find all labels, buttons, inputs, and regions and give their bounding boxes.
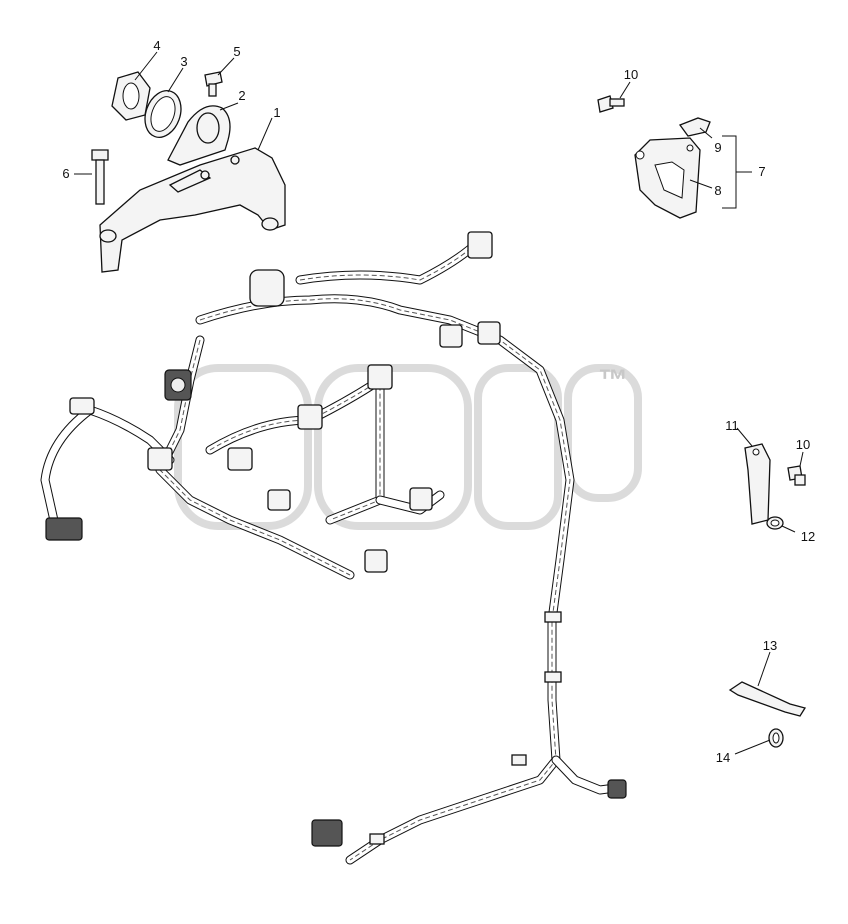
callout-12: 12 <box>801 529 815 544</box>
part-3-gasket <box>144 90 182 138</box>
part-6-bolt <box>91 149 109 205</box>
connector-top-right <box>467 231 493 259</box>
callout-14: 14 <box>716 750 730 765</box>
part-2-flange <box>167 105 231 166</box>
connector-sensor-top <box>249 269 285 307</box>
part-5-bolt <box>204 71 223 97</box>
clip-1 <box>544 611 562 623</box>
callout-11: 11 <box>725 418 739 433</box>
part-9-clip <box>678 117 711 137</box>
leader-lines <box>74 51 804 755</box>
harness-connectors <box>45 231 627 847</box>
callout-6: 6 <box>62 166 69 181</box>
connector-far-left <box>69 397 95 415</box>
connector-mid-5 <box>227 447 253 471</box>
connector-bottom <box>311 819 343 847</box>
callout-4: 4 <box>153 38 160 53</box>
connector-mid-6 <box>147 447 173 471</box>
callout-10-top: 10 <box>624 67 638 82</box>
clip-4 <box>369 833 385 845</box>
wiring-harness <box>40 235 620 865</box>
callout-13: 13 <box>763 638 777 653</box>
callout-3: 3 <box>180 54 187 69</box>
part-13-bracket <box>728 681 807 717</box>
part-4-nut <box>111 71 151 121</box>
connector-bottom-left <box>45 517 83 541</box>
part-11-strap <box>744 443 771 525</box>
clip-2 <box>544 671 562 683</box>
callout-2: 2 <box>238 88 245 103</box>
connector-lower-1 <box>364 549 388 573</box>
part-1-bracket <box>99 147 286 273</box>
callout-9: 9 <box>714 140 721 155</box>
callout-7: 7 <box>758 164 765 179</box>
callout-labels: 4 3 5 2 1 6 10 9 8 7 11 10 12 13 14 <box>62 38 815 765</box>
connector-mid-2 <box>477 321 501 345</box>
part-10-bolt-right <box>787 465 806 486</box>
connector-mid-1 <box>439 324 463 348</box>
part-12-grommet <box>766 516 784 530</box>
connector-mid-7 <box>267 489 291 511</box>
callout-5: 5 <box>233 44 240 59</box>
part-10-bolt-top <box>597 95 625 113</box>
connector-mid-8 <box>409 487 433 511</box>
watermark-trademark: ™ <box>598 364 628 397</box>
callout-1: 1 <box>273 105 280 120</box>
connector-bottom-right <box>607 779 627 799</box>
callout-10-right: 10 <box>796 437 810 452</box>
part-8-bracket-plate <box>634 137 701 219</box>
clip-3 <box>511 754 527 766</box>
connector-mid-3 <box>367 364 393 390</box>
callout-8: 8 <box>714 183 721 198</box>
part-14-washer <box>768 728 784 748</box>
connector-mid-4 <box>297 404 323 430</box>
